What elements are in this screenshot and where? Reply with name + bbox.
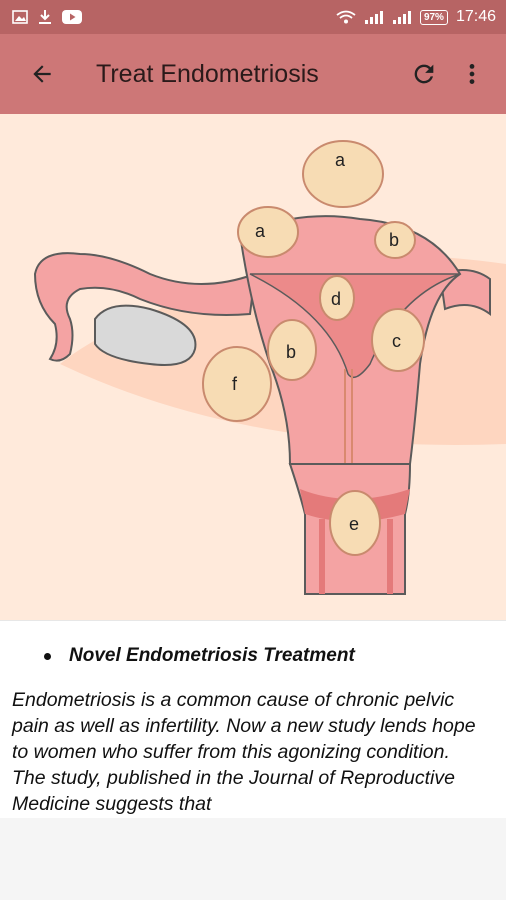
bottom-blank-area	[0, 818, 506, 900]
article-content: Novel Endometriosis Treatment Endometrio…	[0, 620, 506, 819]
signal-icon	[364, 10, 384, 24]
clock: 17:46	[455, 8, 496, 25]
label-f: f	[232, 374, 238, 394]
status-bar: 97% 17:46	[0, 0, 506, 34]
image-icon	[12, 10, 28, 24]
label-b-right: b	[389, 230, 399, 250]
uterus-diagram: a a b d b c f e	[33, 140, 506, 595]
lesion-b-right	[374, 221, 416, 259]
label-c: c	[392, 331, 401, 351]
status-left-icons	[12, 9, 82, 25]
label-e: e	[349, 514, 359, 534]
refresh-icon	[414, 64, 434, 84]
wifi-icon	[336, 10, 356, 24]
lesion-a-left	[237, 206, 299, 258]
back-button[interactable]	[24, 56, 60, 92]
lesion-d	[319, 275, 355, 321]
lesion-f	[202, 346, 272, 422]
download-icon	[38, 9, 52, 25]
more-vert-icon	[469, 64, 475, 84]
article-heading-text: Novel Endometriosis Treatment	[69, 645, 355, 666]
lesion-b-left	[267, 319, 317, 381]
app-bar: Treat Endometriosis	[0, 34, 506, 114]
battery-icon: 97%	[419, 9, 448, 25]
youtube-icon	[62, 10, 82, 24]
label-a-top: a	[335, 150, 346, 170]
status-right-icons: 97% 17:46	[336, 8, 496, 26]
label-d: d	[331, 289, 341, 309]
lesion-c	[371, 308, 425, 372]
article-heading: Novel Endometriosis Treatment	[44, 645, 506, 667]
refresh-button[interactable]	[406, 56, 442, 92]
lesion-a-top	[302, 140, 384, 208]
bullet-dot	[44, 652, 51, 660]
label-b-left: b	[286, 342, 296, 362]
lesion-e	[329, 490, 381, 556]
page-title: Treat Endometriosis	[96, 59, 319, 88]
label-a-left: a	[255, 221, 266, 241]
article-body: Endometriosis is a common cause of chron…	[12, 689, 476, 815]
overflow-menu-button[interactable]	[454, 56, 490, 92]
arrow-back-icon	[33, 65, 51, 83]
signal-icon	[392, 10, 412, 24]
endometriosis-illustration: a a b d b c f e	[0, 114, 506, 620]
